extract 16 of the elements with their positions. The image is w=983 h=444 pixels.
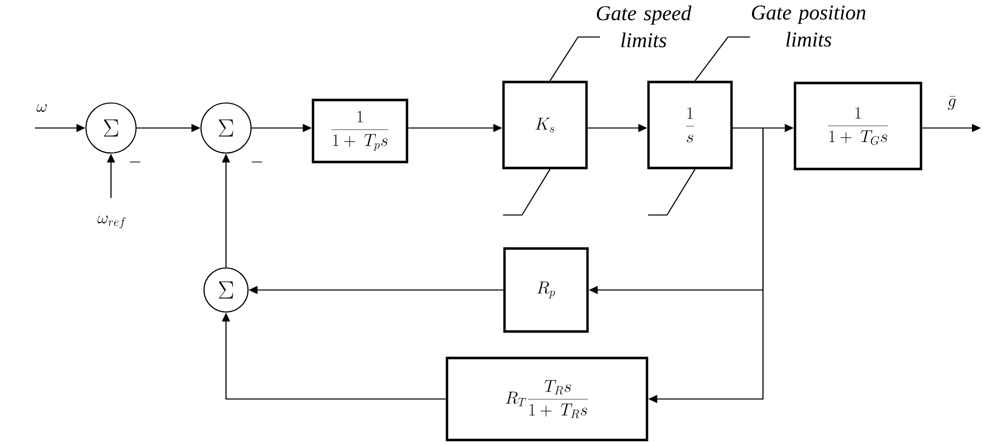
leader-line (550, 36, 600, 82)
limit-note: Gate speed limits (596, 6, 692, 48)
summing-junction: $\Sigma$ (203, 267, 249, 313)
transfer-function-block: $\frac{1}{1+\ T_p s}$ (312, 98, 408, 164)
transfer-function-block: $R_T \frac{T_R s}{1+\ T_R s}$ (446, 356, 648, 442)
leader-line (694, 36, 750, 82)
transfer-function-block: $\frac{1}{1+\ T_G s}$ (794, 82, 922, 170)
transfer-function-block: $K_s$ (502, 80, 588, 170)
edge-label: $\omega_{ref}$ (96, 214, 128, 230)
summing-junction: $\Sigma$ (85, 102, 137, 154)
edge-label: $\bar{g}$ (946, 95, 958, 110)
transfer-function-block: $R_p$ (503, 247, 589, 333)
edge-label: $\omega$ (35, 103, 49, 113)
transfer-function-block: $\frac{1}{s}$ (647, 80, 733, 170)
summing-junction: $\Sigma$ (200, 102, 252, 154)
limit-note: Gate position limits (752, 6, 866, 47)
